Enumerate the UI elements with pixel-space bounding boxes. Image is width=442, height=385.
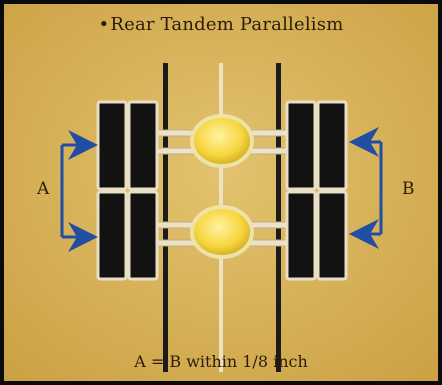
frame-rail-right [276, 63, 281, 372]
tire-right-inner-rear [285, 190, 317, 281]
rear-differential [190, 205, 254, 259]
title-bullet: • [98, 14, 110, 35]
tire-left-outer-rear [96, 190, 128, 281]
tire-right-outer-front [316, 100, 348, 191]
left-wheel-set [96, 100, 159, 281]
title-text: Rear Tandem Parallelism [110, 14, 344, 35]
front-differential [190, 114, 254, 168]
front-axle [153, 114, 289, 168]
tire-right-inner-front [285, 100, 317, 191]
frame-rail-left [163, 63, 168, 372]
tire-right-outer-rear [316, 190, 348, 281]
measurement-a-bracket [60, 130, 98, 252]
measurement-b-bracket [349, 127, 383, 249]
measurement-label-b: B [402, 179, 415, 199]
tire-left-outer-front [96, 100, 128, 191]
tire-left-inner-front [127, 100, 159, 191]
measurement-label-a: A [37, 179, 50, 199]
right-wheel-set [285, 100, 348, 281]
diagram-title: •Rear Tandem Parallelism [0, 14, 442, 35]
tire-left-inner-rear [127, 190, 159, 281]
tolerance-caption: A = B within 1/8 inch [134, 352, 308, 371]
